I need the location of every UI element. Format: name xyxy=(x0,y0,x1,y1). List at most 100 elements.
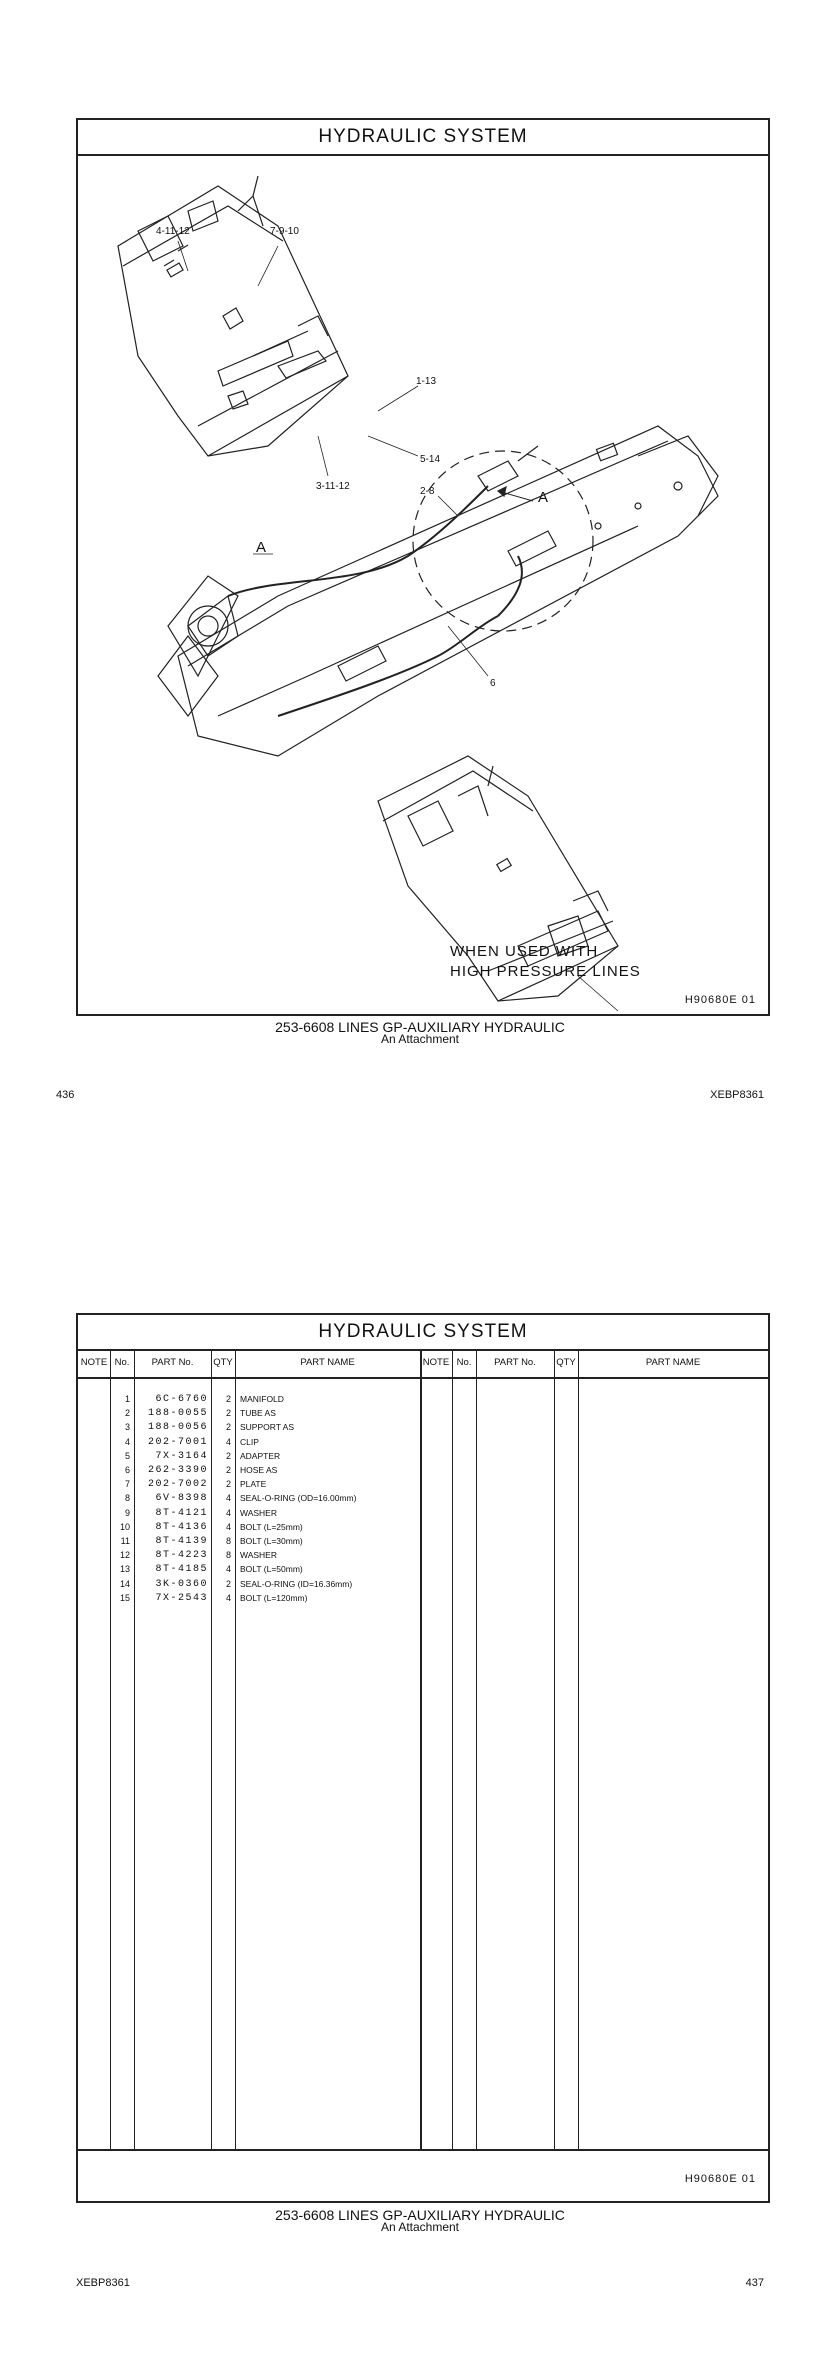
exploded-parts-diagram: 4-11-12 7-9-10 1-13 5-14 3-11-12 2-8 6 1… xyxy=(117,175,719,1012)
part-quantity: 8 xyxy=(225,1550,231,1561)
part-number: 8T-4121 xyxy=(155,1507,208,1519)
part-quantity: 4 xyxy=(225,1507,231,1518)
callout-3-11-12: 3-11-12 xyxy=(316,481,350,492)
part-quantity: 4 xyxy=(225,1592,231,1603)
part-name: CLIP xyxy=(240,1436,259,1447)
parts-list-frame: HYDRAULIC SYSTEM NOTE No. PART No. QTY P… xyxy=(76,1313,770,2203)
callout-7-9-10: 7-9-10 xyxy=(270,226,299,237)
part-number: 262-3390 xyxy=(147,1465,208,1476)
col-header-qty-2: QTY xyxy=(556,1357,576,1368)
callout-6: 6 xyxy=(490,678,496,689)
part-name: WASHER xyxy=(240,1507,277,1518)
part-number: 202-7002 xyxy=(147,1479,208,1491)
column-divider xyxy=(420,1349,422,2151)
part-item-number: 8 xyxy=(124,1493,130,1504)
part-name: PLATE xyxy=(240,1479,267,1490)
callout-5-14: 5-14 xyxy=(420,454,440,465)
part-number: 8T-4136 xyxy=(155,1521,208,1533)
part-number: 6C-6760 xyxy=(155,1394,208,1405)
part-quantity: 4 xyxy=(225,1436,231,1447)
part-name: BOLT (L=30mm) xyxy=(240,1536,303,1546)
part-name: SEAL-O-RING (ID=16.36mm) xyxy=(240,1578,353,1589)
part-item-number: 5 xyxy=(124,1450,130,1461)
boom-arm-view xyxy=(157,425,719,757)
illustration-frame: HYDRAULIC SYSTEM xyxy=(76,118,770,1016)
part-name: ADAPTER xyxy=(240,1450,281,1461)
part-item-number: 15 xyxy=(119,1592,130,1603)
column-divider xyxy=(110,1349,111,2151)
part-item-number: 10 xyxy=(119,1521,130,1532)
part-quantity: 4 xyxy=(225,1521,231,1532)
part-name: BOLT (L=120mm) xyxy=(240,1592,308,1603)
drawing-code: H90680E 01 xyxy=(684,2173,756,2185)
part-item-number: 4 xyxy=(124,1436,130,1447)
part-item-number: 12 xyxy=(119,1550,130,1561)
part-quantity: 4 xyxy=(225,1493,231,1504)
view-a-arrow-label: A xyxy=(538,489,548,506)
note-line-2: HIGH PRESSURE LINES xyxy=(450,963,641,980)
part-quantity: 2 xyxy=(225,1422,231,1433)
section-title: HYDRAULIC SYSTEM xyxy=(78,1315,768,1351)
table-bottom-rule xyxy=(78,2149,768,2151)
part-item-number: 6 xyxy=(124,1465,130,1475)
caption-title: 253-6608 LINES GP-AUXILIARY HYDRAULIC xyxy=(275,2207,565,2223)
col-header-no-2: No. xyxy=(456,1357,472,1368)
upper-detail-view xyxy=(117,175,349,457)
column-divider xyxy=(476,1349,477,2151)
part-number: 7X-3164 xyxy=(155,1450,208,1462)
col-header-note-2: NOTE xyxy=(422,1357,450,1368)
page-number: 437 xyxy=(745,2277,764,2289)
column-divider xyxy=(578,1349,579,2151)
high-pressure-note: WHEN USED WITH HIGH PRESSURE LINES xyxy=(450,942,641,982)
part-name: SUPPORT AS xyxy=(240,1422,295,1433)
page-number: 436 xyxy=(56,1089,75,1101)
part-item-number: 1 xyxy=(124,1394,130,1404)
section-title: HYDRAULIC SYSTEM xyxy=(78,120,768,156)
note-line-1: WHEN USED WITH xyxy=(450,943,599,960)
part-number: 8T-4223 xyxy=(155,1550,208,1562)
part-name: SEAL-O-RING (OD=16.00mm) xyxy=(240,1493,357,1504)
col-header-note: NOTE xyxy=(80,1357,108,1368)
column-divider xyxy=(134,1349,135,2151)
part-number: 188-0056 xyxy=(147,1422,208,1434)
col-header-qty: QTY xyxy=(213,1357,233,1368)
view-a-label-upper: A xyxy=(256,539,266,556)
drawing-code: H90680E 01 xyxy=(684,994,756,1006)
col-header-part-name-2: PART NAME xyxy=(645,1357,701,1368)
part-number: 202-7001 xyxy=(147,1436,208,1448)
column-divider xyxy=(554,1349,555,2151)
col-header-part-name: PART NAME xyxy=(300,1357,355,1368)
part-quantity: 8 xyxy=(225,1536,231,1546)
part-number: 6V-8398 xyxy=(155,1493,208,1505)
column-divider xyxy=(452,1349,453,2151)
part-item-number: 3 xyxy=(124,1422,130,1433)
column-divider xyxy=(235,1349,236,2151)
callout-1-13: 1-13 xyxy=(416,376,436,387)
part-quantity: 2 xyxy=(225,1408,231,1419)
part-name: TUBE AS xyxy=(240,1408,276,1419)
part-quantity: 2 xyxy=(225,1479,231,1490)
col-header-part-no-2: PART No. xyxy=(494,1357,536,1368)
document-id: XEBP8361 xyxy=(76,2277,130,2289)
document-id: XEBP8361 xyxy=(710,1089,764,1101)
part-name: MANIFOLD xyxy=(240,1394,284,1404)
part-quantity: 2 xyxy=(225,1465,231,1475)
part-number: 188-0055 xyxy=(147,1408,208,1420)
col-header-no: No. xyxy=(114,1357,130,1368)
part-number: 7X-2543 xyxy=(155,1592,208,1604)
callout-2-8: 2-8 xyxy=(420,486,435,497)
table-header-row xyxy=(78,1349,768,1379)
part-name: WASHER xyxy=(240,1550,277,1561)
caption-subtitle: An Attachment xyxy=(380,1032,460,1046)
part-name: BOLT (L=25mm) xyxy=(240,1521,303,1532)
part-item-number: 13 xyxy=(119,1564,130,1575)
part-name: HOSE AS xyxy=(240,1465,278,1475)
lower-detail-view xyxy=(377,755,619,1002)
part-quantity: 2 xyxy=(225,1394,231,1404)
part-item-number: 2 xyxy=(124,1408,130,1419)
caption-subtitle: An Attachment xyxy=(380,2220,460,2234)
part-item-number: 9 xyxy=(124,1507,130,1518)
part-item-number: 14 xyxy=(119,1578,130,1589)
part-item-number: 7 xyxy=(124,1479,130,1490)
part-number: 3K-0360 xyxy=(155,1578,208,1590)
